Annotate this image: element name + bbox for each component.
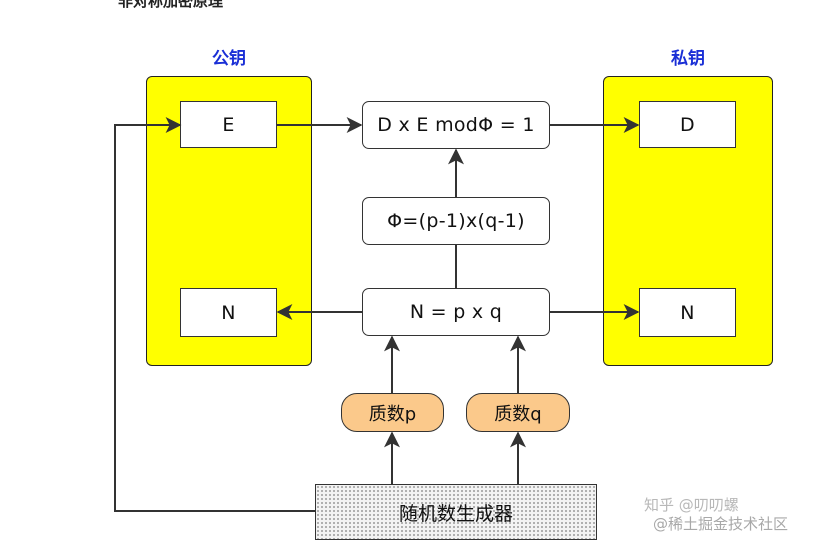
random-generator-label: 随机数生成器 xyxy=(398,502,513,525)
n-formula-text: N = p x q xyxy=(409,301,503,323)
phi-text: Φ=(p-1)x(q-1) xyxy=(387,210,525,232)
prime-p-label: 质数p xyxy=(368,403,417,425)
phi-box: Φ=(p-1)x(q-1) xyxy=(362,197,550,245)
public-e-box: E xyxy=(180,101,277,148)
d-equation-box: D x E modΦ = 1 xyxy=(362,101,550,149)
random-generator-box: 随机数生成器 xyxy=(315,484,597,540)
prime-p-node: 质数p xyxy=(341,393,444,432)
public-key-title: 公钥 xyxy=(212,49,246,69)
private-d-box: D xyxy=(639,101,736,148)
private-n-box: N xyxy=(639,288,736,337)
private-key-title: 私钥 xyxy=(671,49,705,69)
public-n-label: N xyxy=(221,301,236,324)
d-equation-text: D x E modΦ = 1 xyxy=(377,114,535,136)
n-formula-box: N = p x q xyxy=(362,288,550,336)
zhihu-watermark: 知乎 @叨叨螺 xyxy=(644,496,739,514)
juejin-watermark: @稀土掘金技术社区 xyxy=(653,515,789,533)
arrow-generator-to-e xyxy=(114,117,315,512)
header-fragment: 非对称加密原理 xyxy=(118,0,224,10)
prime-q-label: 质数q xyxy=(494,403,542,425)
public-n-box: N xyxy=(180,288,277,337)
public-e-label: E xyxy=(222,113,235,136)
private-d-label: D xyxy=(680,113,695,136)
private-n-label: N xyxy=(680,301,695,324)
